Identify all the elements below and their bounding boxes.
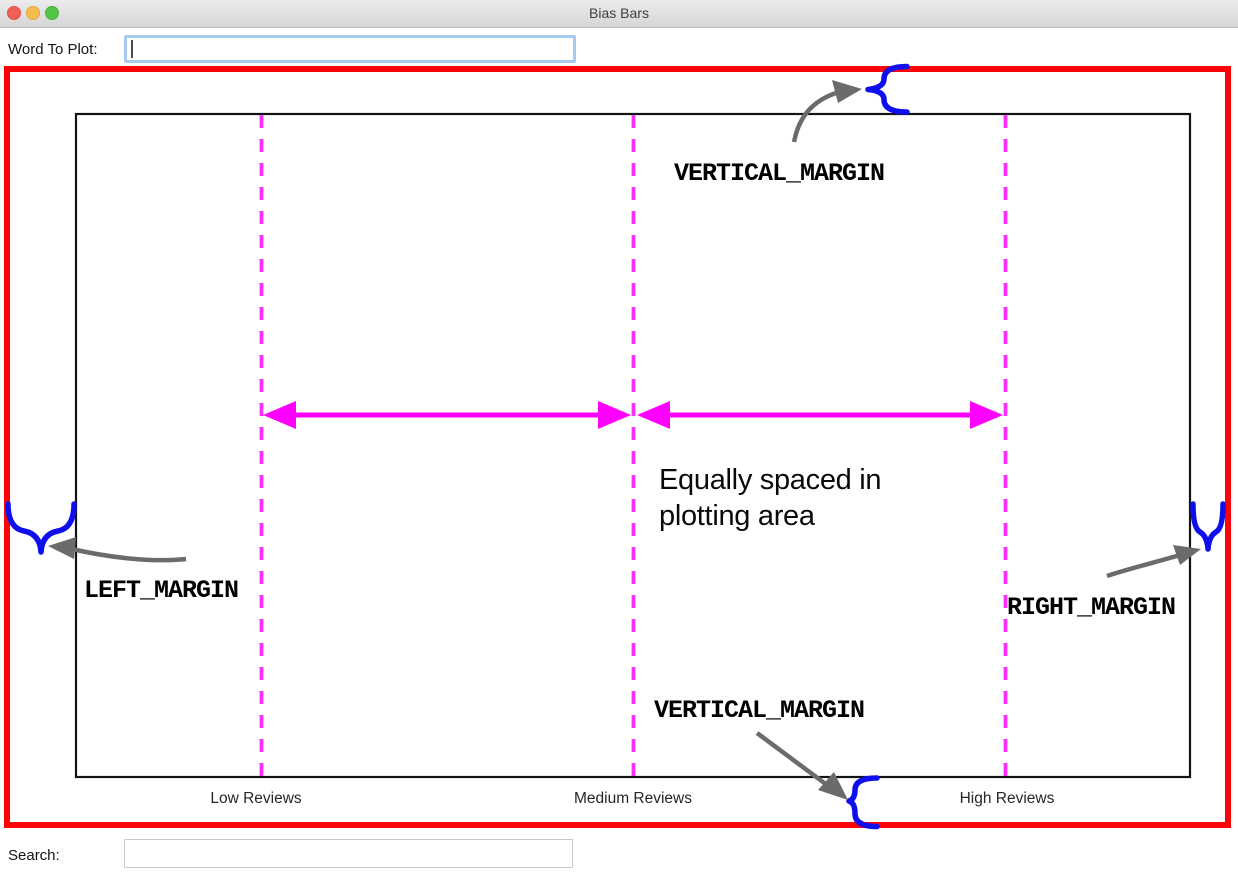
vertical-margin-top-label: VERTICAL_MARGIN [674, 159, 885, 188]
spacing-arrow-left [263, 401, 631, 429]
arrow-to-right-margin [1106, 545, 1201, 579]
arrow-to-bottom-margin [755, 731, 848, 800]
brace-right-margin [1190, 501, 1226, 552]
vertical-margin-bottom-label: VERTICAL_MARGIN [654, 696, 865, 725]
search-label: Search: [8, 847, 60, 864]
brace-left-margin [5, 501, 77, 555]
equally-spaced-note-line1: Equally spaced in [659, 464, 882, 496]
canvas-border-rect [4, 66, 1231, 828]
arrow-to-top-margin [791, 80, 862, 143]
arrow-to-left-margin [48, 537, 187, 563]
title-bar: Bias Bars [0, 0, 1238, 28]
window-controls [7, 6, 59, 20]
brace-bottom-margin [846, 775, 880, 830]
equally-spaced-note: Equally spaced in plotting area [659, 462, 939, 534]
word-to-plot-input[interactable] [124, 35, 576, 63]
window-title: Bias Bars [589, 5, 649, 21]
brace-top-margin [865, 63, 910, 115]
text-caret [131, 40, 133, 58]
maximize-button[interactable] [45, 6, 59, 20]
plot-area-border [74, 112, 1192, 779]
minimize-button[interactable] [26, 6, 40, 20]
category-label-high: High Reviews [959, 790, 1055, 807]
category-label-medium: Medium Reviews [573, 790, 693, 807]
left-margin-label: LEFT_MARGIN [84, 576, 239, 605]
search-input[interactable] [124, 839, 573, 868]
spacing-arrow-right [637, 401, 1003, 429]
close-button[interactable] [7, 6, 21, 20]
equally-spaced-note-line2: plotting area [659, 500, 815, 532]
right-margin-label: RIGHT_MARGIN [1007, 593, 1176, 622]
category-label-low: Low Reviews [210, 790, 302, 807]
word-to-plot-label: Word To Plot: [8, 41, 98, 58]
